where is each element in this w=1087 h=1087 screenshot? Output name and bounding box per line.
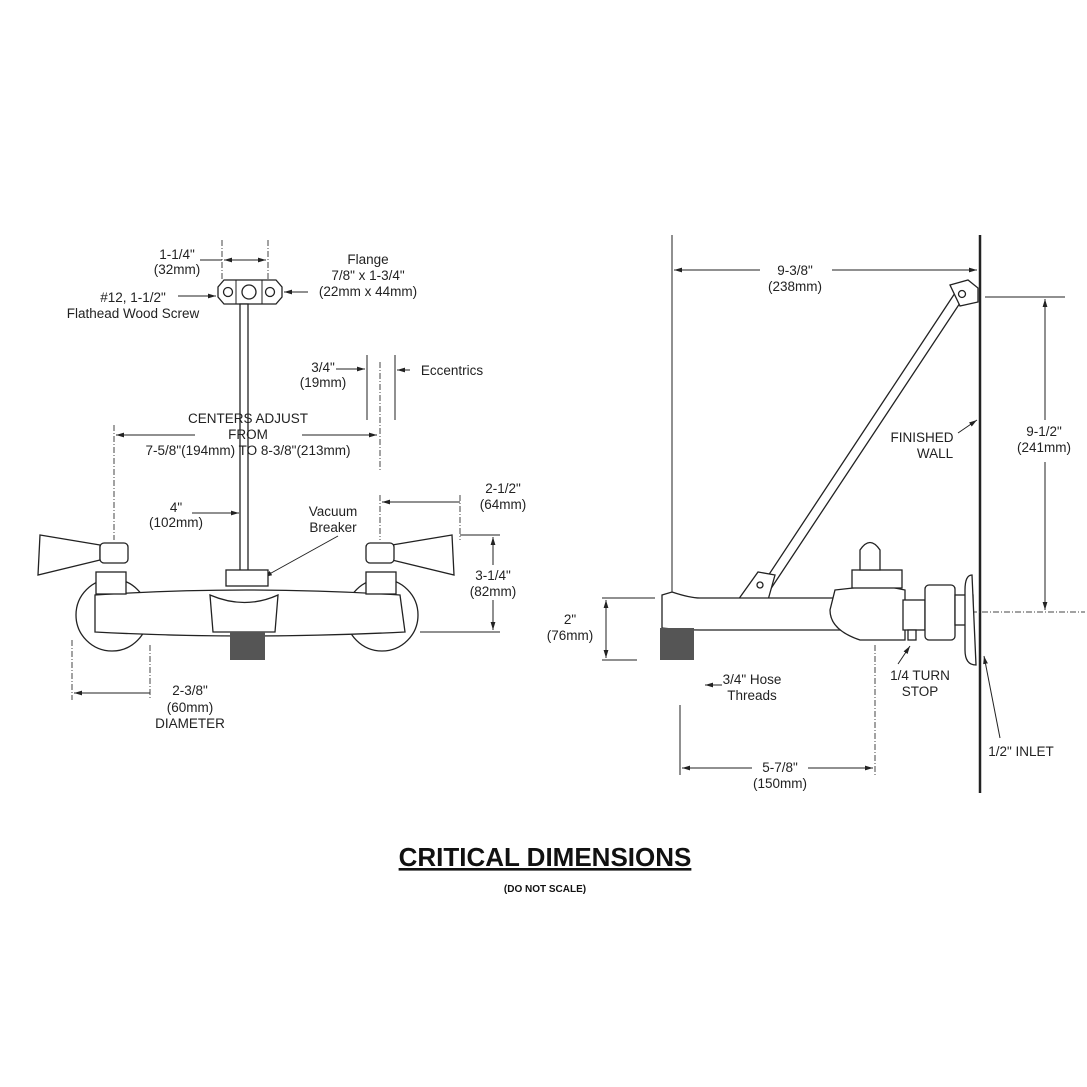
faucet-side [660, 541, 977, 666]
screw-type: Flathead Wood Screw [67, 306, 200, 321]
hose-threads-label-2: Threads [727, 688, 777, 703]
faucet-front [37, 534, 455, 660]
hose-thread [230, 632, 265, 660]
brace-arm [736, 279, 979, 601]
drawing-subtitle: (DO NOT SCALE) [504, 884, 586, 895]
wall-depth: 9-3/8" [777, 263, 813, 278]
drawing-title: CRITICAL DIMENSIONS [399, 842, 692, 872]
handle-reach-mm: (64mm) [480, 497, 527, 512]
centers-range: 7-5/8"(194mm) TO 8-3/8"(213mm) [146, 443, 351, 458]
inlet-label: 1/2" INLET [988, 744, 1054, 759]
wall-depth-mm: (238mm) [768, 279, 822, 294]
spout-height: 2" [564, 612, 577, 627]
brace-offset-mm: (102mm) [149, 515, 203, 530]
eccentric-offset: 3/4" [311, 360, 335, 375]
spout-reach: 5-7/8" [762, 760, 798, 775]
eccentrics-label: Eccentrics [421, 363, 484, 378]
screw-spacing-mm: (32mm) [154, 262, 201, 277]
diameter-mm: (60mm) [167, 700, 214, 715]
diameter-label: DIAMETER [155, 716, 225, 731]
flange-label: Flange [347, 252, 388, 267]
side-view: 9-3/8" (238mm) 9-1/2" (241mm) FINISHED W… [547, 235, 1085, 793]
diameter-value: 2-3/8" [172, 683, 208, 698]
hose-threads-label: 3/4" Hose [723, 672, 782, 687]
flange-size-mm: (22mm x 44mm) [319, 284, 417, 299]
brace-height: 9-1/2" [1026, 424, 1062, 439]
finished-wall-label-2: WALL [917, 446, 954, 461]
stop-label-2: STOP [902, 684, 939, 699]
centers-label: CENTERS ADJUST [188, 411, 308, 426]
eccentric-offset-mm: (19mm) [300, 375, 347, 390]
finished-wall-label: FINISHED [890, 430, 953, 445]
faucet-height: 3-1/4" [475, 568, 511, 583]
screw-label: #12, 1-1/2" [100, 290, 166, 305]
stop-label: 1/4 TURN [890, 668, 950, 683]
centers-from: FROM [228, 427, 268, 442]
vacuum-breaker-label: Vacuum [309, 504, 358, 519]
brace-height-mm: (241mm) [1017, 440, 1071, 455]
handle-reach: 2-1/2" [485, 481, 521, 496]
faucet-height-mm: (82mm) [470, 584, 517, 599]
front-view: 1-1/4" (32mm) Flange 7/8" x 1-3/4" (22mm… [37, 240, 527, 731]
spout-reach-mm: (150mm) [753, 776, 807, 791]
hose-thread-side [660, 628, 694, 660]
brace-offset: 4" [170, 500, 183, 515]
spout-height-mm: (76mm) [547, 628, 594, 643]
vacuum-breaker-label-2: Breaker [309, 520, 357, 535]
screw-spacing-label: 1-1/4" [159, 247, 195, 262]
flange-size: 7/8" x 1-3/4" [331, 268, 405, 283]
wall-flange [217, 279, 283, 305]
